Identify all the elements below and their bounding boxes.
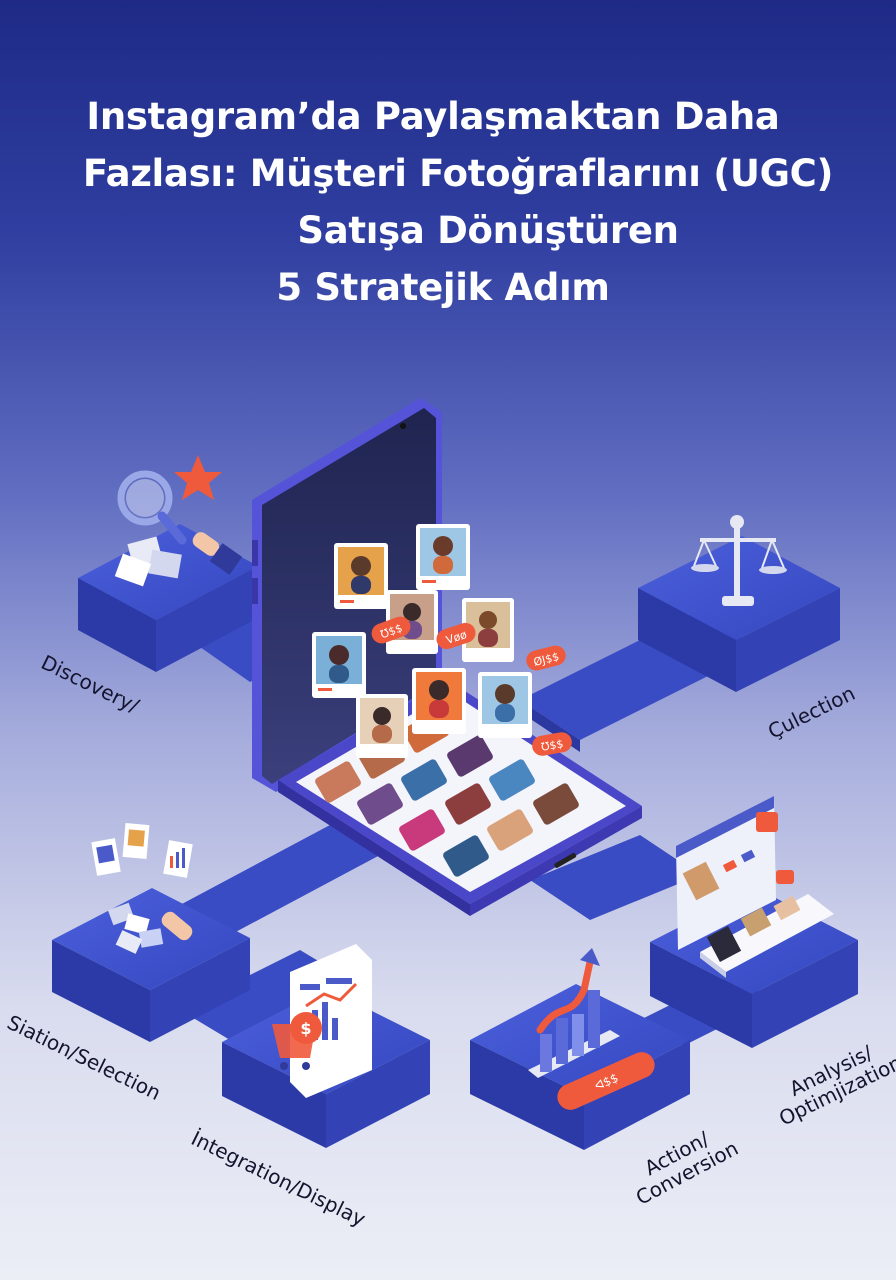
photo-card (356, 694, 408, 758)
price-badges: Ʊ$$ Vøø ØJ$$ Ʊ$$ (371, 616, 572, 756)
growth-chart-icon (528, 948, 620, 1078)
dashboard-icon (676, 796, 834, 978)
title-line-1: Instagram’da Paylaşmaktan Daha (86, 95, 780, 138)
svg-text:$: $ (300, 1019, 311, 1038)
photo-card (462, 598, 514, 662)
photo-card (386, 590, 438, 654)
floating-photo-cards (312, 524, 532, 758)
page-title: Instagram’da Paylaşmaktan Daha Fazlası: … (0, 88, 896, 316)
photo-card (412, 668, 466, 734)
badge-2: Vøø (444, 628, 468, 647)
photo-card (334, 543, 388, 609)
hand-photos-icon (91, 823, 193, 954)
photo-card (416, 524, 470, 590)
platform-action (470, 984, 690, 1150)
cart-dollar-icon: $ (272, 944, 372, 1098)
scale-icon (691, 515, 787, 606)
title-line-2: Fazlası: Müşteri Fotoğraflarını (UGC) (82, 152, 834, 195)
photo-card (312, 632, 366, 698)
photo-card (478, 672, 532, 738)
star-icon (174, 455, 222, 500)
title-line-3: Satışa Dönüştüren (297, 209, 679, 252)
title-line-4: 5 Stratejik Adım (276, 266, 610, 309)
magnifier-icon (114, 470, 243, 587)
badge-3: ØJ$$ (532, 650, 560, 669)
cta-button[interactable]: ᐊ$$ (553, 1048, 659, 1114)
badge-4: Ʊ$$ (540, 737, 564, 754)
